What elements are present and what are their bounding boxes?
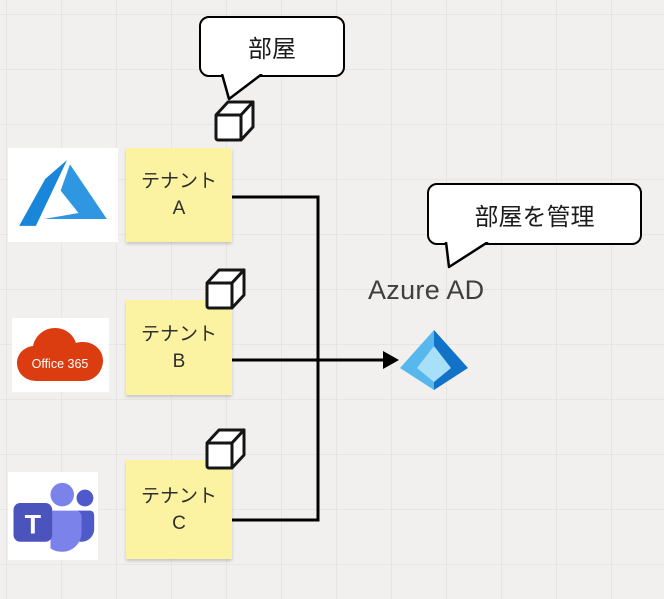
azure-logo-icon <box>19 160 107 226</box>
callout-manage-tail <box>444 242 489 269</box>
tenant-a-label: テナント <box>140 171 217 192</box>
tenant-c-letter: C <box>172 512 186 534</box>
teams-logo-icon: T <box>13 482 95 552</box>
sticky-note-tenant-c[interactable]: テナント C <box>126 460 232 559</box>
callout-manage-label: 部屋を管理 <box>474 203 595 231</box>
tenant-c-label: テナント <box>140 485 217 507</box>
callout-room-tail <box>220 74 263 101</box>
sticky-note-tenant-a[interactable]: テナント A <box>126 148 232 242</box>
callout-manage[interactable]: 部屋を管理 <box>427 183 642 269</box>
tenant-b-letter: B <box>172 350 186 372</box>
sticky-note-tenant-b[interactable]: テナント B <box>126 300 232 395</box>
callout-room-label: 部屋 <box>248 36 296 63</box>
azure-logo[interactable] <box>8 148 118 242</box>
callout-room[interactable]: 部屋 <box>199 16 345 101</box>
office365-label: Office 365 <box>31 357 88 371</box>
azure-ad-label: Azure AD <box>368 275 485 305</box>
azure-ad-icon[interactable] <box>398 328 470 392</box>
room-cube-icon[interactable] <box>202 265 249 318</box>
office365-logo[interactable]: Office 365 <box>12 318 109 392</box>
arrowhead-to-azure-ad <box>383 351 399 369</box>
room-cube-icon[interactable] <box>211 97 258 150</box>
tenant-b-label: テナント <box>140 323 217 345</box>
teams-letter: T <box>25 509 42 539</box>
office365-cloud-icon: Office 365 <box>16 328 103 381</box>
teams-logo[interactable]: T <box>8 472 98 560</box>
room-cube-icon[interactable] <box>202 425 249 478</box>
tenant-a-letter: A <box>172 198 186 219</box>
